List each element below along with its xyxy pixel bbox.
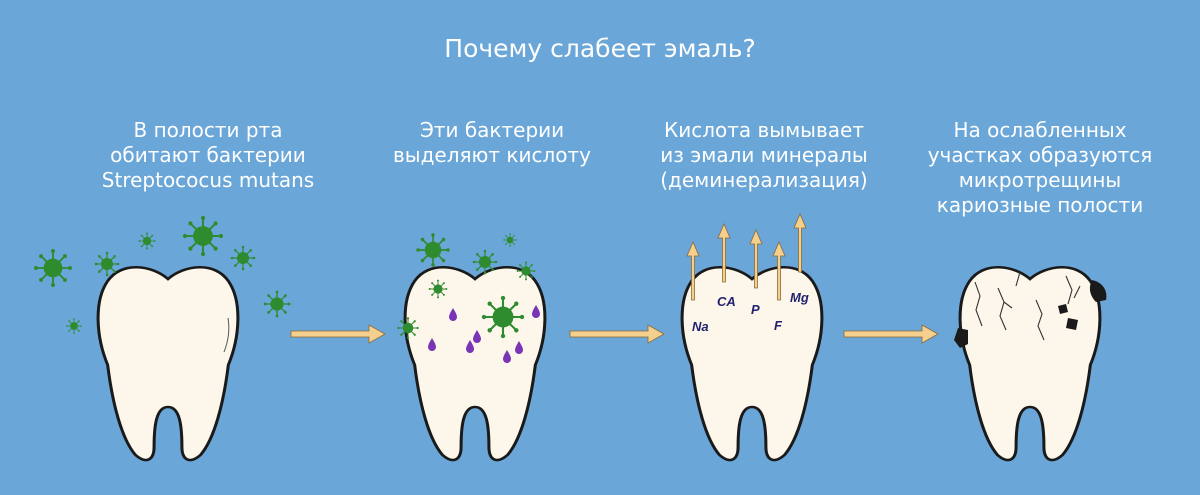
- bacterium-icon: [428, 279, 448, 299]
- step-4-line-2: участках образуются: [927, 143, 1153, 167]
- bacterium-icon: [181, 214, 225, 258]
- step-1-caption: В полости рта обитают бактерии Streptoco…: [68, 118, 348, 193]
- tooth-2: [403, 265, 547, 462]
- step-3-caption: Кислота вымывает из эмали минералы (деми…: [624, 118, 904, 193]
- mineral-ca-label: CA: [717, 294, 736, 309]
- tooth-4: [958, 265, 1102, 462]
- mineral-f-label: F: [774, 318, 783, 333]
- step-2-line-2: выделяют кислоту: [393, 143, 591, 167]
- flow-arrow-icon: [569, 324, 665, 344]
- cavity-icon: [1058, 304, 1068, 314]
- bacterium-icon: [262, 289, 292, 319]
- flow-arrow-icon: [843, 324, 939, 344]
- bacterium-icon: [480, 294, 526, 340]
- tooth-1: [96, 265, 240, 462]
- bacterium-icon: [230, 245, 256, 271]
- step-1-line-2: обитают бактерии: [110, 143, 306, 167]
- caries-cavities: [954, 280, 1107, 348]
- step-4-line-3: микротрещины: [958, 168, 1122, 192]
- step-4-line-1: На ослабленных: [953, 118, 1127, 142]
- mineral-na-label: Na: [692, 319, 709, 334]
- step-3-line-1: Кислота вымывает: [664, 118, 864, 142]
- bacterium-icon: [472, 249, 498, 275]
- bacterium-icon: [65, 317, 83, 335]
- mineral-p-label: P: [751, 302, 760, 317]
- step-2-line-1: Эти бактерии: [419, 118, 565, 142]
- page-title: Почему слабеет эмаль?: [444, 34, 756, 63]
- step-2-caption: Эти бактерии выделяют кислоту: [352, 118, 632, 168]
- step-4-line-4: кариозные полости: [936, 193, 1144, 217]
- bacterium-icon: [33, 248, 73, 288]
- bacterium-icon: [396, 316, 420, 340]
- mineral-mg-label: Mg: [790, 290, 809, 305]
- step-1-line-3: Streptococus mutans: [101, 168, 315, 192]
- bacterium-icon: [502, 232, 518, 248]
- step-1-line-1: В полости рта: [133, 118, 283, 142]
- bacterium-icon: [138, 232, 156, 250]
- micro-cracks: [974, 271, 1081, 341]
- bacterium-icon: [516, 261, 536, 281]
- cavity-icon: [1089, 280, 1107, 302]
- cavity-icon: [954, 328, 968, 348]
- bacterium-icon: [94, 251, 120, 277]
- cavity-icon: [1066, 318, 1078, 330]
- mineral-arrow-icon: [793, 213, 807, 273]
- step-4-caption: На ослабленных участках образуются микро…: [900, 118, 1180, 218]
- step-3-line-3: (деминерализация): [660, 168, 868, 192]
- bacterium-icon: [415, 232, 451, 268]
- flow-arrow-icon: [290, 324, 386, 344]
- step-3-line-2: из эмали минералы: [660, 143, 868, 167]
